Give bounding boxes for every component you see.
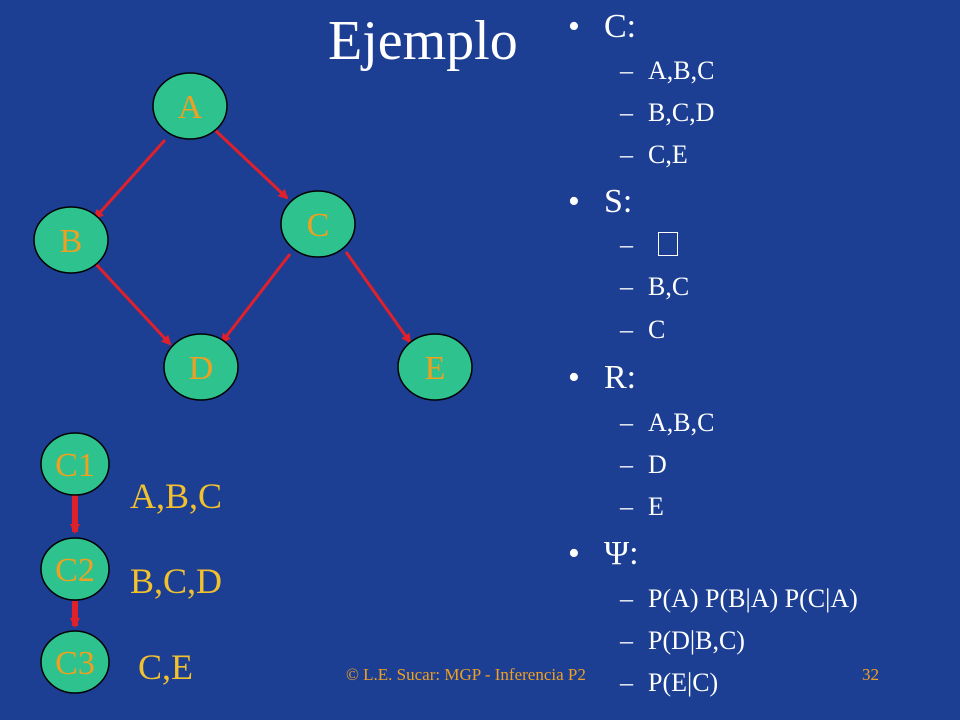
bullet-r-label: R: xyxy=(604,359,637,396)
bullet-s: • S: xyxy=(568,182,632,222)
list-item-text: P(A) P(B|A) P(C|A) xyxy=(648,584,858,613)
list-item: – xyxy=(620,230,678,260)
list-item-text: A,B,C xyxy=(648,408,715,437)
bullet-dot: • xyxy=(568,8,580,45)
list-item: –P(E|C) xyxy=(620,668,718,698)
bullet-psi-label: Ψ: xyxy=(604,535,639,572)
list-item-text: D xyxy=(648,450,667,479)
dash: – xyxy=(620,584,633,613)
list-item: –A,B,C xyxy=(620,408,714,438)
list-item: –D xyxy=(620,450,667,480)
bullet-dot: • xyxy=(568,359,580,396)
empty-set-glyph xyxy=(658,232,678,256)
bullet-psi: • Ψ: xyxy=(568,534,639,574)
dash: – xyxy=(620,408,633,437)
bullet-r: • R: xyxy=(568,358,636,398)
clique-label-c3: C,E xyxy=(138,647,194,687)
list-item-text: C xyxy=(648,315,666,344)
list-item: –C xyxy=(620,315,665,345)
bullet-c: • C: xyxy=(568,7,636,47)
dash: – xyxy=(620,272,633,301)
node-a-label: A xyxy=(178,89,203,126)
clique-node-c3: C3 xyxy=(40,630,110,694)
list-item: –E xyxy=(620,492,664,522)
node-d: D xyxy=(163,333,239,401)
clique-label-c2: B,C,D xyxy=(130,561,223,601)
node-e: E xyxy=(397,333,473,401)
dash: – xyxy=(620,626,633,655)
dash: – xyxy=(620,98,633,127)
dash: – xyxy=(620,140,633,169)
clique-node-c3-label: C3 xyxy=(55,645,95,682)
edge-c-d xyxy=(220,253,292,344)
list-item: –B,C,D xyxy=(620,98,714,128)
node-c: C xyxy=(280,190,356,258)
edge-a-b xyxy=(93,138,167,220)
node-b: B xyxy=(33,206,109,274)
bullet-dot: • xyxy=(568,535,580,572)
list-item: –P(D|B,C) xyxy=(620,626,745,656)
slide-title: Ejemplo xyxy=(328,10,518,72)
clique-node-c1-label: C1 xyxy=(55,447,95,484)
clique-label-c1: A,B,C xyxy=(130,476,223,516)
dash: – xyxy=(620,315,633,344)
list-item-text: A,B,C xyxy=(648,56,715,85)
bullet-c-label: C: xyxy=(604,8,637,45)
edge-b-d xyxy=(92,260,172,346)
dash: – xyxy=(620,492,633,521)
clique-node-c2-label: C2 xyxy=(55,552,95,589)
page-number: 32 xyxy=(862,665,879,684)
list-item: –P(A) P(B|A) P(C|A) xyxy=(620,584,858,614)
node-e-label: E xyxy=(425,350,446,387)
edge-a-c xyxy=(213,128,289,200)
list-item-text: E xyxy=(648,492,664,521)
clique-node-c2: C2 xyxy=(40,537,110,601)
dash: – xyxy=(620,450,633,479)
edge-c-e xyxy=(344,251,412,344)
list-item-text: B,C,D xyxy=(648,98,715,127)
bullet-dot: • xyxy=(568,183,580,220)
node-a: A xyxy=(152,72,228,140)
list-item-text: C,E xyxy=(648,140,688,169)
clique-node-c1: C1 xyxy=(40,432,110,496)
footer-credit: © L.E. Sucar: MGP - Inferencia P2 xyxy=(346,665,586,684)
list-item: –B,C xyxy=(620,272,689,302)
dash: – xyxy=(620,668,633,697)
dash: – xyxy=(620,230,633,259)
list-item-text: B,C xyxy=(648,272,690,301)
dash: – xyxy=(620,56,633,85)
list-item: –A,B,C xyxy=(620,56,714,86)
bullet-s-label: S: xyxy=(604,183,633,220)
list-item: –C,E xyxy=(620,140,688,170)
node-c-label: C xyxy=(307,207,330,244)
list-item-text: P(E|C) xyxy=(648,668,719,697)
list-item-text: P(D|B,C) xyxy=(648,626,745,655)
node-d-label: D xyxy=(189,350,214,387)
node-b-label: B xyxy=(60,223,83,260)
